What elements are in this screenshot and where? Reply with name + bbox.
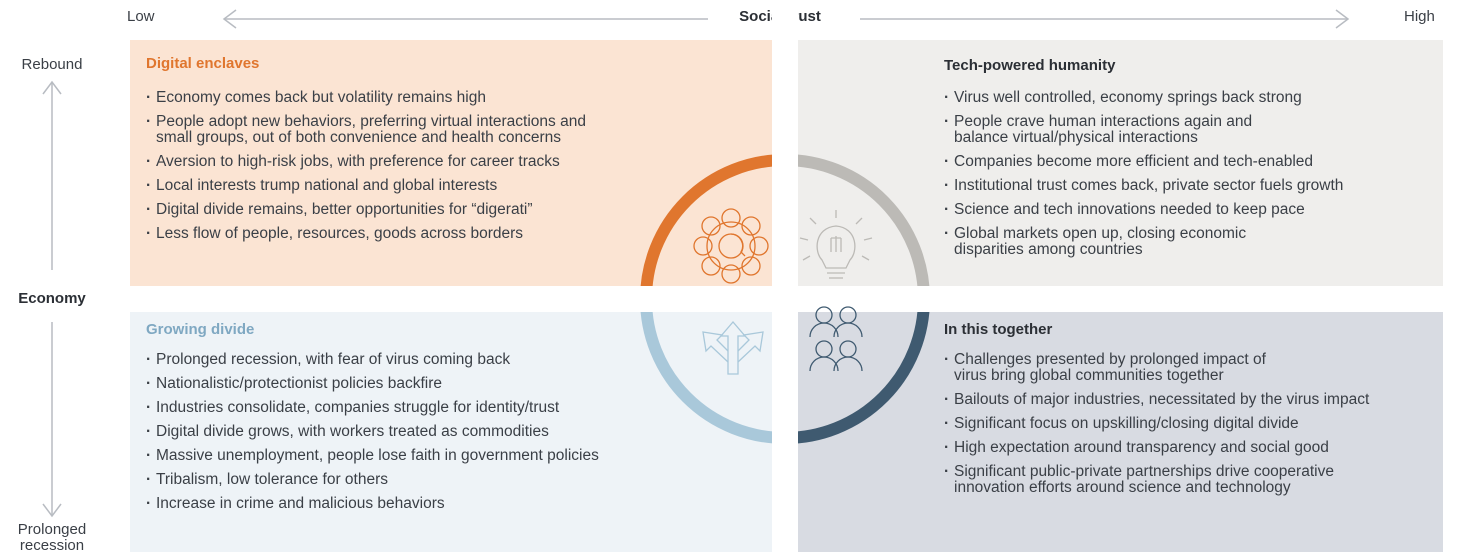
quadrant-title: Growing divide (146, 321, 255, 338)
diverging-arrows-icon (702, 321, 764, 375)
bullet-item: Massive unemployment, people lose faith … (146, 448, 706, 465)
bullet-item: Significant public-private partnerships … (944, 464, 1439, 496)
arc-gray (784, 154, 930, 300)
bullet-item: High expectation around transparency and… (944, 440, 1439, 457)
bullet-list: Challenges presented by prolonged impact… (944, 352, 1439, 504)
arc-dark-blue (784, 298, 930, 444)
quadrant-title: Digital enclaves (146, 55, 260, 72)
bullet-item: Economy comes back but volatility remain… (146, 90, 706, 107)
bullet-item: Less flow of people, resources, goods ac… (146, 226, 706, 243)
axis-rebound-label: Rebound (21, 56, 83, 73)
axis-prolonged-recession-label: Prolonged recession (17, 521, 87, 554)
light-bulb-icon (799, 210, 873, 279)
central-ring (640, 154, 930, 444)
bullet-item: Global markets open up, closing economic… (944, 226, 1439, 258)
vertical-axis (42, 80, 62, 518)
bullet-item: Bailouts of major industries, necessitat… (944, 392, 1439, 409)
horizontal-axis (222, 9, 1350, 29)
arc-light-blue (640, 298, 786, 444)
bullet-item: Challenges presented by prolonged impact… (944, 352, 1439, 384)
bullet-item: Nationalistic/protectionist policies bac… (146, 376, 706, 393)
bullet-item: Significant focus on upskilling/closing … (944, 416, 1439, 433)
axis-high-label: High (1404, 8, 1435, 25)
bullet-item: Aversion to high-risk jobs, with prefere… (146, 154, 706, 171)
flower-swirl-icon (693, 208, 769, 284)
quadrant-in-this-together: In this together Challenges presented by… (798, 312, 1443, 552)
quadrant-title: Tech-powered humanity (944, 57, 1116, 74)
bullet-item: Companies become more efficient and tech… (944, 154, 1439, 171)
people-group-icon (809, 306, 863, 372)
bullet-list: Economy comes back but volatility remain… (146, 90, 706, 250)
bullet-item: Industries consolidate, companies strugg… (146, 400, 706, 417)
quadrant-growing-divide: Growing divide Prolonged recession, with… (130, 312, 772, 552)
bullet-item: Science and tech innovations needed to k… (944, 202, 1439, 219)
bullet-item: Local interests trump national and globa… (146, 178, 706, 195)
quadrant-digital-enclaves: Digital enclaves Economy comes back but … (130, 40, 772, 286)
bullet-item: Institutional trust comes back, private … (944, 178, 1439, 195)
bullet-item: People crave human interactions again an… (944, 114, 1439, 146)
bullet-list: Prolonged recession, with fear of virus … (146, 352, 706, 520)
quadrant-title: In this together (944, 321, 1053, 338)
bullet-item: Prolonged recession, with fear of virus … (146, 352, 706, 369)
bullet-item: Digital divide remains, better opportuni… (146, 202, 706, 219)
bullet-list: Virus well controlled, economy springs b… (944, 90, 1439, 266)
bullet-item: Digital divide grows, with workers treat… (146, 424, 706, 441)
arc-orange (640, 154, 786, 300)
bullet-item: People adopt new behaviors, preferring v… (146, 114, 706, 146)
axis-title-economy: Economy (18, 290, 86, 307)
bullet-item: Increase in crime and malicious behavior… (146, 496, 706, 513)
bullet-item: Virus well controlled, economy springs b… (944, 90, 1439, 107)
bullet-item: Tribalism, low tolerance for others (146, 472, 706, 489)
axis-low-label: Low (127, 8, 155, 25)
quadrant-tech-powered-humanity: Tech-powered humanity Virus well control… (798, 40, 1443, 286)
